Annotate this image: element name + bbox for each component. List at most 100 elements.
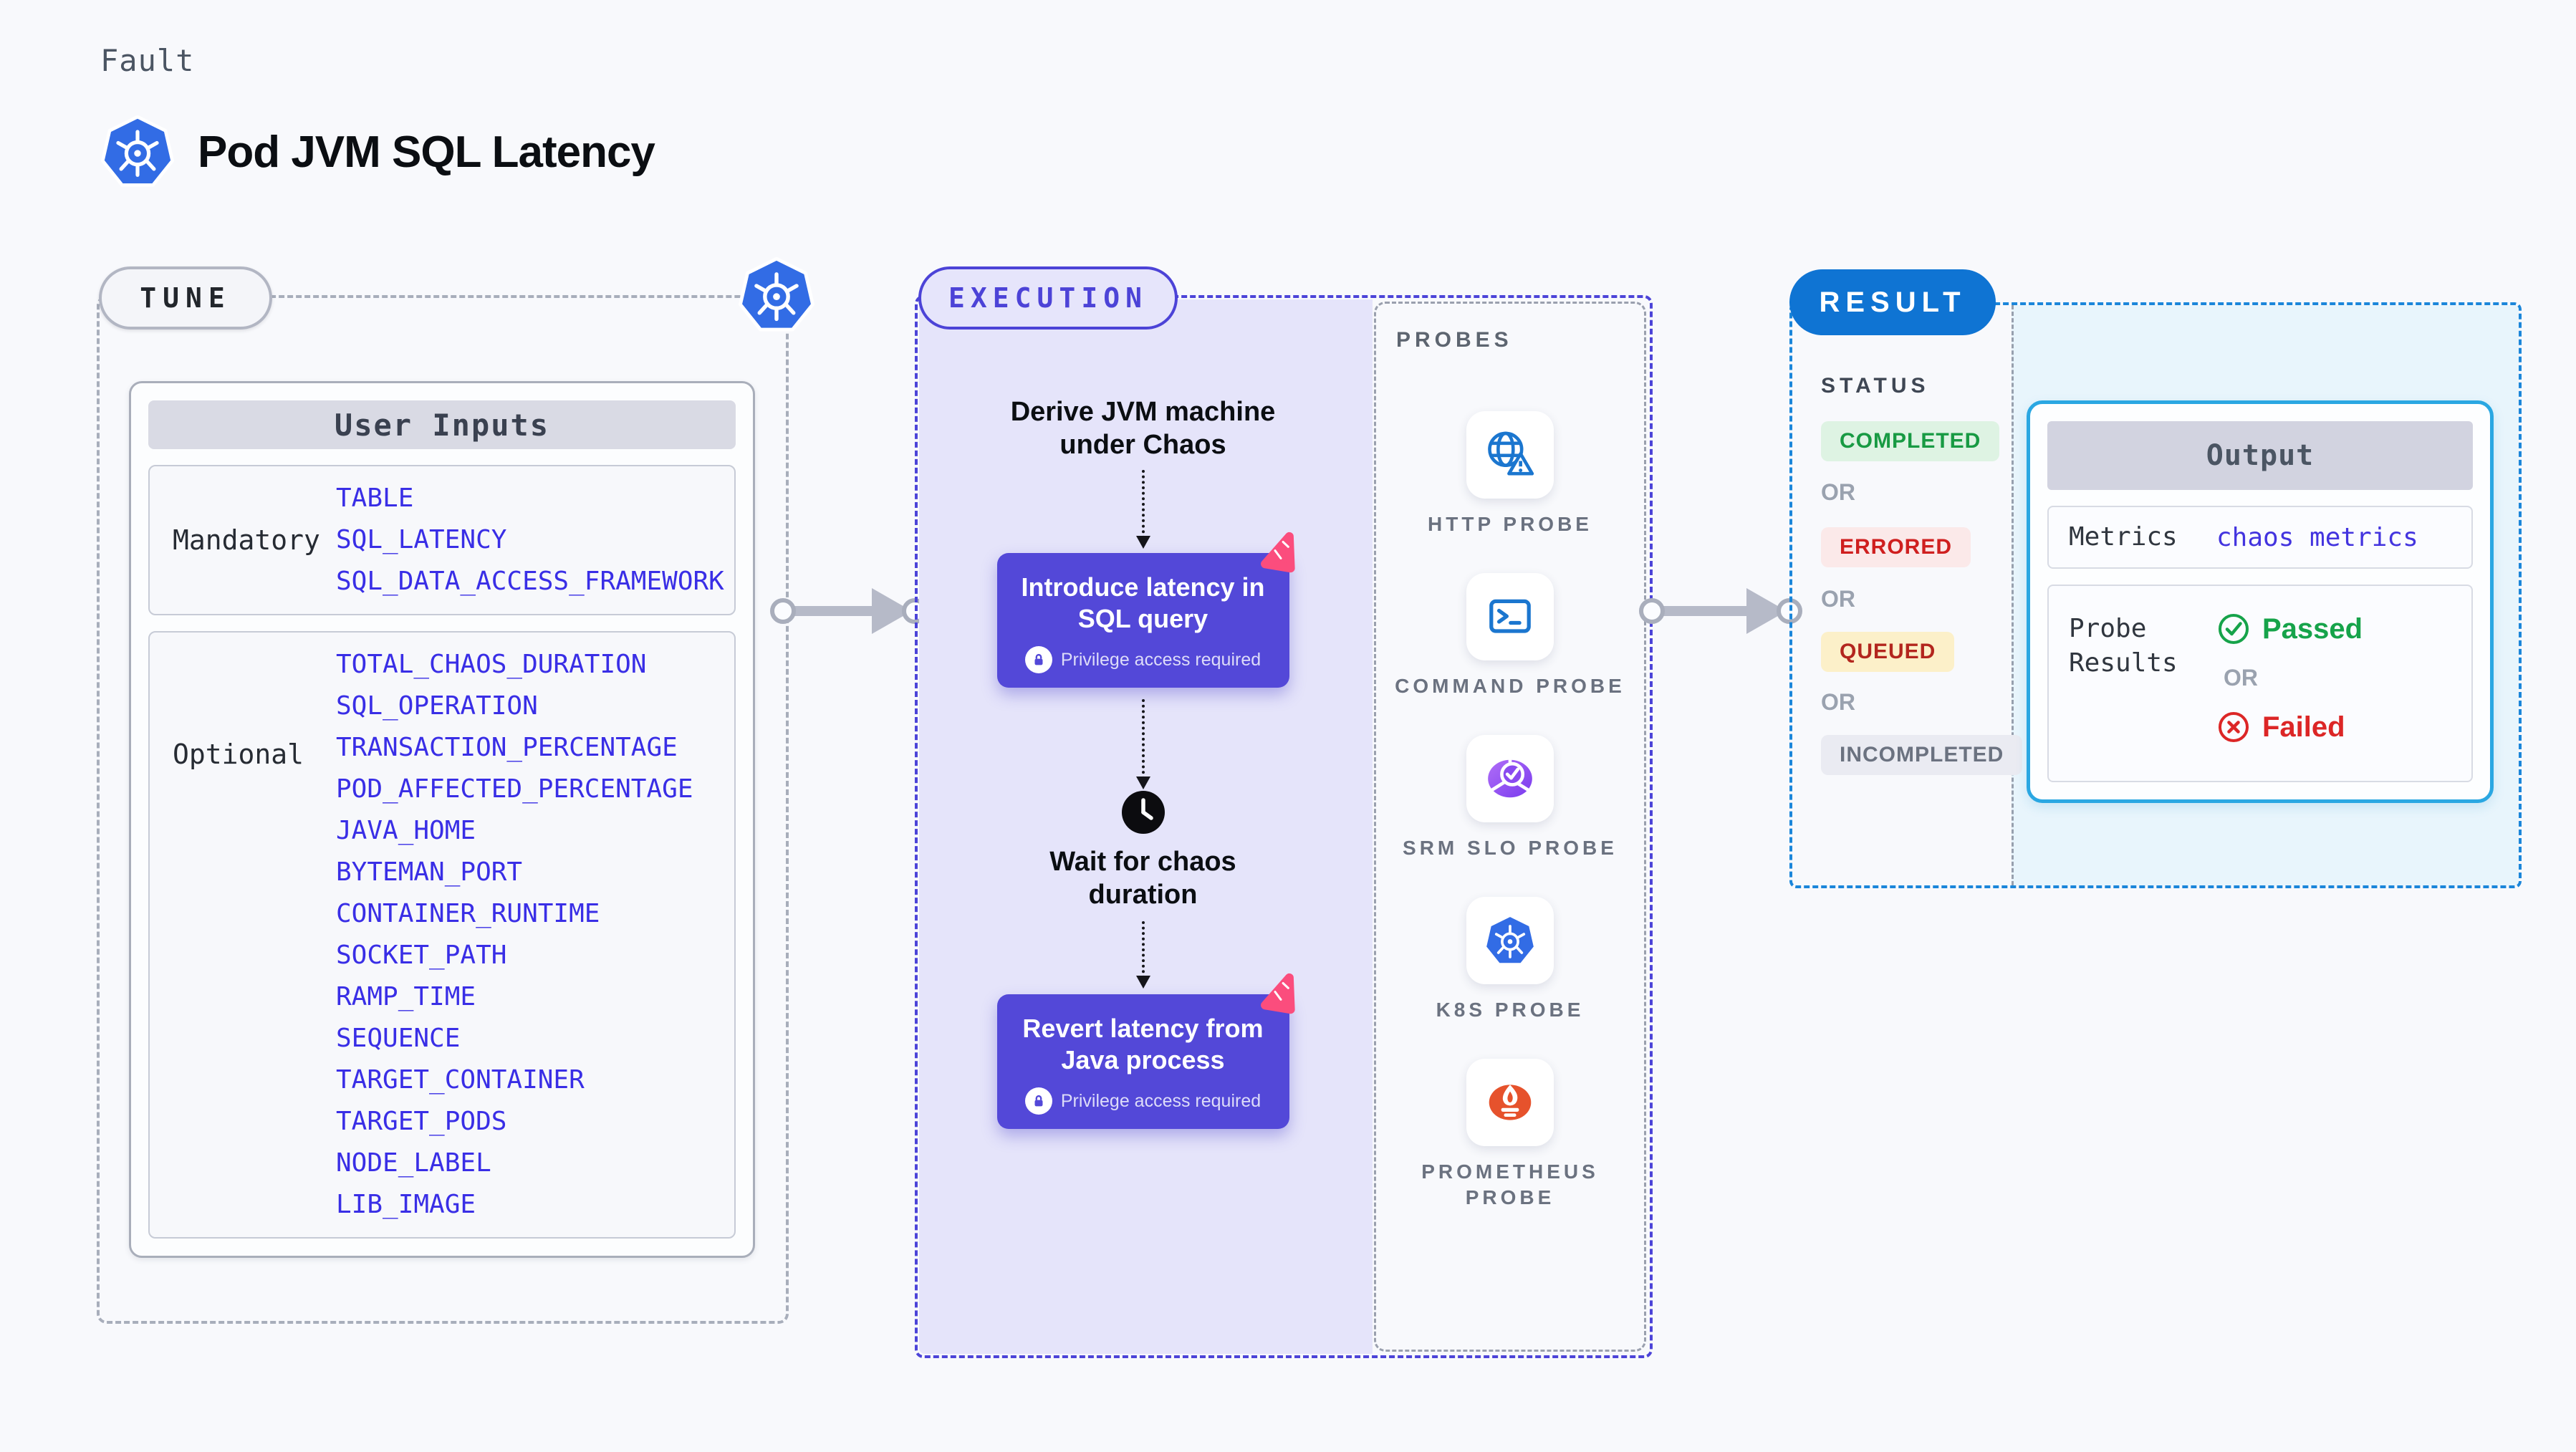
title-row: Pod JVM SQL Latency: [100, 115, 655, 189]
probes-heading: PROBES: [1396, 328, 1513, 352]
privilege-row: Privilege access required: [1010, 1087, 1277, 1115]
slo-pie-icon: [1488, 758, 1532, 798]
output-card: Output Metrics chaos metrics Probe Resul…: [2027, 400, 2494, 803]
step-title: Revert latency from Java process: [1022, 1014, 1264, 1074]
user-inputs-header: User Inputs: [148, 400, 736, 449]
input-item: SQL_LATENCY: [336, 525, 507, 554]
tune-section-pill: TUNE: [99, 266, 272, 330]
flow-arrow-down: [1135, 470, 1150, 549]
tune-section-box: [97, 295, 789, 1324]
globe-alert-icon: [1488, 431, 1534, 476]
privilege-note: Privilege access required: [1060, 1090, 1261, 1111]
privilege-note: Privilege access required: [1060, 649, 1261, 670]
status-heading: STATUS: [1821, 374, 1930, 398]
probe-card: [1466, 735, 1554, 822]
flow-arrow-down: [1135, 699, 1150, 789]
input-item: RAMP_TIME: [336, 982, 476, 1011]
probe-card: [1466, 1059, 1554, 1146]
or-label: OR: [1821, 689, 1855, 715]
group-label: Mandatory: [173, 524, 320, 556]
group-label: Optional: [173, 739, 304, 770]
metrics-label: Metrics: [2069, 522, 2178, 552]
probe-item: SRM SLO PROBE: [1392, 735, 1628, 861]
input-item: SQL_OPERATION: [336, 691, 538, 721]
probe-results-label: Probe Results: [2069, 614, 2178, 678]
or-label: OR: [1821, 586, 1855, 612]
derive-step-text: Derive JVM machine under Chaos: [1010, 397, 1276, 460]
probe-card: [1466, 573, 1554, 660]
input-item: TABLE: [336, 484, 414, 513]
probes-list: HTTP PROBE COMMAND PROBE: [1376, 411, 1644, 1211]
or-label: OR: [1821, 479, 1855, 505]
clock-icon: [1121, 791, 1165, 834]
result-section-pill: RESULT: [1789, 269, 1996, 335]
probe-name: K8S PROBE: [1436, 999, 1585, 1021]
connector-dot: [1639, 598, 1665, 624]
status-badge-errored: ERRORED: [1821, 527, 1971, 567]
terminal-icon: [1489, 599, 1531, 633]
execution-section-box: PROBES: [915, 295, 1653, 1358]
input-item: NODE_LABEL: [336, 1148, 491, 1178]
input-item: SEQUENCE: [336, 1024, 461, 1053]
page-title: Pod JVM SQL Latency: [198, 127, 655, 177]
lock-icon: [1024, 1087, 1052, 1115]
input-item: SOCKET_PATH: [336, 941, 507, 970]
probe-name: HTTP PROBE: [1428, 513, 1592, 535]
chaos-experiment-icon: [1260, 532, 1295, 573]
wait-step-text: Wait for chaos duration: [1049, 847, 1236, 910]
kubernetes-icon: [1484, 914, 1537, 967]
execution-flow: Derive JVM machine under Chaos Introduce…: [916, 297, 1370, 1129]
probe-name: SRM SLO PROBE: [1403, 837, 1618, 859]
fault-kicker: Fault: [100, 43, 195, 78]
probe-card: [1466, 411, 1554, 499]
mandatory-input-list: TABLE SQL_LATENCY SQL_DATA_ACCESS_FRAMEW…: [336, 466, 724, 614]
connector-dot: [770, 598, 796, 624]
tune-to-execution-arrow: [770, 580, 928, 640]
input-item: LIB_IMAGE: [336, 1190, 476, 1219]
probe-item: HTTP PROBE: [1392, 411, 1628, 537]
input-item: POD_AFFECTED_PERCENTAGE: [336, 774, 693, 804]
execution-section-pill: EXECUTION: [918, 266, 1178, 330]
revert-latency-step: Revert latency from Java process Privile…: [996, 973, 1295, 1129]
failed-state: Failed: [2216, 710, 2363, 744]
prometheus-icon: [1489, 1085, 1532, 1120]
or-label: OR: [2224, 665, 2258, 691]
input-item: TARGET_CONTAINER: [336, 1065, 585, 1095]
probe-item: PROMETHEUS PROBE: [1392, 1059, 1628, 1211]
input-item: CONTAINER_RUNTIME: [336, 899, 600, 928]
metrics-row: Metrics chaos metrics: [2047, 506, 2473, 569]
result-divider: [2012, 305, 2014, 885]
result-section-box: STATUS COMPLETED OR ERRORED OR QUEUED OR…: [1789, 302, 2522, 888]
input-item: TOTAL_CHAOS_DURATION: [336, 650, 647, 679]
probes-panel: PROBES: [1374, 302, 1646, 1352]
execution-to-result-arrow: [1639, 580, 1802, 640]
passed-label: Passed: [2262, 612, 2363, 645]
kubernetes-icon: [738, 256, 815, 334]
status-badge-incompleted: INCOMPLETED: [1821, 735, 2023, 775]
input-item: TRANSACTION_PERCENTAGE: [336, 733, 678, 762]
input-item: TARGET_PODS: [336, 1107, 507, 1136]
step-title: Introduce latency in SQL query: [1021, 572, 1265, 633]
failed-label: Failed: [2262, 711, 2345, 743]
passed-state: Passed: [2216, 612, 2363, 646]
probe-name: COMMAND PROBE: [1395, 675, 1625, 697]
privilege-row: Privilege access required: [1010, 646, 1277, 673]
input-item: JAVA_HOME: [336, 816, 476, 845]
probe-name: PROMETHEUS PROBE: [1421, 1160, 1599, 1208]
flow-arrow-down: [1135, 921, 1150, 989]
introduce-latency-step: Introduce latency in SQL query Privilege…: [996, 532, 1295, 688]
chaos-experiment-icon: [1260, 973, 1295, 1014]
probe-item: K8S PROBE: [1392, 897, 1628, 1023]
user-inputs-card: User Inputs Mandatory TABLE SQL_LATENCY …: [129, 381, 755, 1258]
probe-item: COMMAND PROBE: [1392, 573, 1628, 699]
x-circle-icon: [2219, 712, 2249, 742]
optional-inputs-group: Optional TOTAL_CHAOS_DURATION SQL_OPERAT…: [148, 631, 736, 1239]
probe-results-row: Probe Results Passed OR: [2047, 585, 2473, 782]
status-badge-completed: COMPLETED: [1821, 421, 2000, 461]
input-item: BYTEMAN_PORT: [336, 857, 523, 887]
status-badge-queued: QUEUED: [1821, 632, 1955, 672]
probe-card: [1466, 897, 1554, 984]
probe-results-states: Passed OR Failed: [2216, 612, 2363, 744]
output-header: Output: [2047, 421, 2473, 490]
